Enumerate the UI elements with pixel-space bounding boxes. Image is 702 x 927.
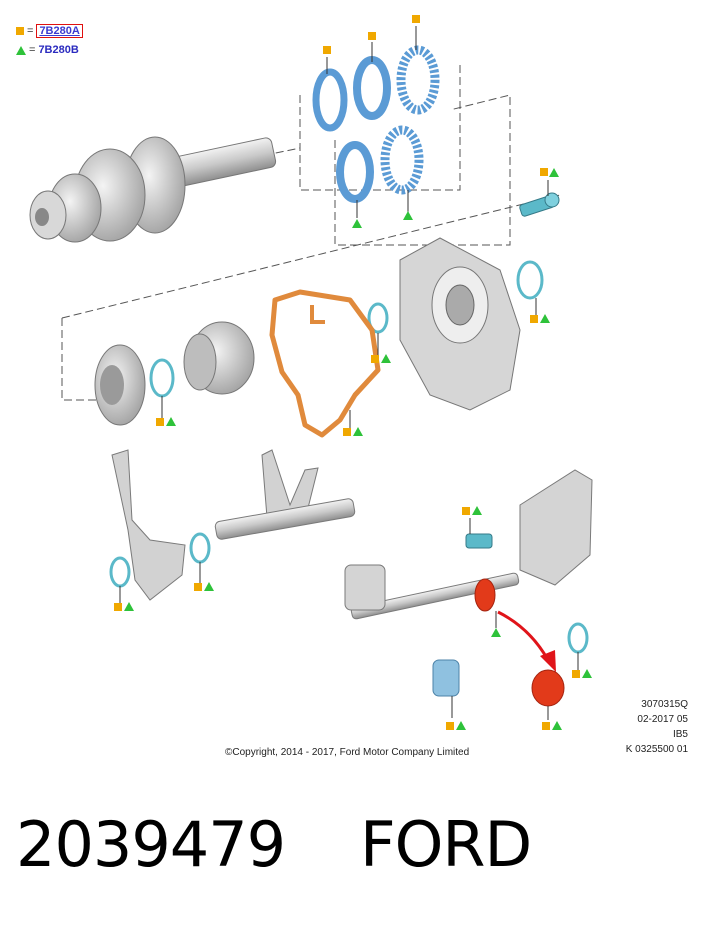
legend-equals: = bbox=[29, 44, 36, 56]
clip-fork-2[interactable] bbox=[189, 532, 211, 564]
relocation-arrow bbox=[497, 610, 550, 661]
snap-ring-gasket[interactable] bbox=[367, 302, 389, 334]
legend-equals: = bbox=[27, 25, 34, 37]
sync-ring-3 bbox=[396, 45, 440, 115]
part-markers bbox=[114, 15, 592, 730]
legend-code-link-a[interactable]: 7B280A bbox=[36, 24, 83, 38]
diagram-reference-block: 3070315Q 02-2017 05 IB5 K 0325500 01 bbox=[626, 697, 688, 757]
legend-code-b: 7B280B bbox=[38, 44, 79, 56]
legend-row-b: = 7B280B bbox=[16, 44, 79, 56]
legend-row-a: = 7B280A bbox=[16, 24, 83, 38]
boot-loose[interactable] bbox=[531, 669, 565, 707]
diagram-doc-id: K 0325500 01 bbox=[625, 744, 688, 755]
gasket[interactable] bbox=[269, 289, 381, 438]
brand-name: FORD bbox=[359, 808, 532, 881]
sync-ring-5 bbox=[380, 125, 424, 195]
input-shaft[interactable] bbox=[29, 136, 277, 243]
sync-ring-4 bbox=[336, 141, 374, 203]
plug[interactable] bbox=[432, 659, 460, 697]
sync-ring-2 bbox=[353, 56, 391, 120]
diagram-ref-code: 3070315Q bbox=[641, 699, 688, 710]
synchronizer-rings[interactable] bbox=[312, 45, 440, 203]
bearing-2[interactable] bbox=[183, 321, 255, 395]
triangle-marker-icon bbox=[16, 45, 26, 55]
stud[interactable] bbox=[465, 533, 493, 549]
arrow-head-icon bbox=[540, 650, 556, 672]
shift-fork-left[interactable] bbox=[111, 449, 186, 601]
copyright-notice: ©Copyright, 2014 - 2017, Ford Motor Comp… bbox=[225, 747, 470, 758]
housing-cover[interactable] bbox=[399, 237, 521, 411]
selector-mechanism[interactable] bbox=[344, 469, 593, 620]
part-number: 2039479 bbox=[16, 808, 286, 881]
clip-fork-1[interactable] bbox=[109, 556, 131, 588]
snap-ring-cover[interactable] bbox=[516, 260, 544, 300]
boot-installed[interactable] bbox=[474, 578, 496, 612]
shift-fork-right[interactable] bbox=[214, 449, 356, 540]
diagram-date: 02-2017 05 bbox=[637, 714, 688, 725]
sync-ring-1 bbox=[312, 68, 348, 132]
exploded-parts-diagram bbox=[29, 15, 593, 730]
part-caption: 2039479 FORD bbox=[16, 808, 532, 881]
diagram-variant: IB5 bbox=[672, 729, 688, 740]
clip-selector[interactable] bbox=[567, 622, 589, 654]
bearing-1[interactable] bbox=[94, 344, 146, 426]
bolt[interactable] bbox=[519, 192, 560, 217]
square-marker-icon bbox=[16, 27, 24, 35]
snap-ring-bearing-1[interactable] bbox=[149, 358, 175, 398]
